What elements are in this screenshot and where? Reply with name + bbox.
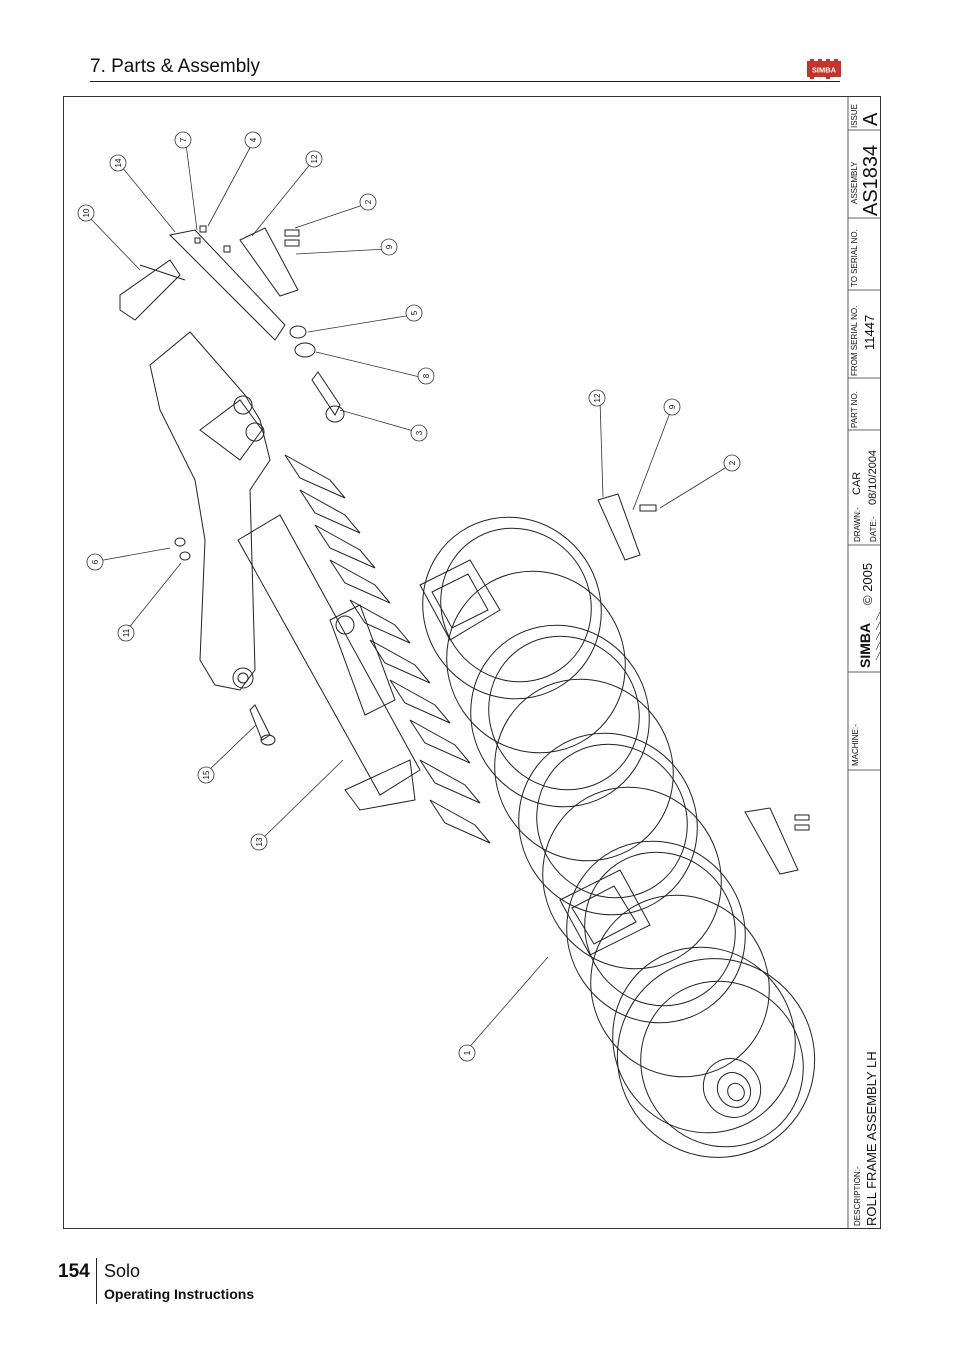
part-no-label: PART NO. bbox=[850, 391, 859, 428]
assembly-value: AS1834 bbox=[860, 145, 882, 216]
drawing-frame bbox=[63, 96, 881, 1229]
document-subtitle: Operating Instructions bbox=[104, 1286, 255, 1302]
page-number: 154 bbox=[58, 1261, 90, 1282]
footer-divider bbox=[96, 1258, 97, 1304]
date-label: DATE:- bbox=[869, 516, 878, 542]
section-title: 7. Parts & Assembly bbox=[90, 56, 261, 77]
machine-label: MACHINE:- bbox=[851, 724, 860, 766]
title-brand: SIMBA bbox=[857, 623, 873, 668]
issue-label: ISSUE bbox=[850, 104, 859, 128]
copyright: © 2005 bbox=[860, 563, 875, 605]
from-serial-label: FROM SERIAL NO. bbox=[850, 306, 859, 376]
description-value: ROLL FRAME ASSEMBLY LH bbox=[864, 1051, 879, 1226]
product-name: Solo bbox=[104, 1261, 141, 1281]
drawn-label: DRAWN:- bbox=[853, 507, 862, 542]
drawn-value: CAR bbox=[851, 472, 863, 495]
header-rule bbox=[90, 81, 840, 82]
to-serial-label: TO SERIAL NO. bbox=[850, 229, 859, 287]
title-brand-flags bbox=[875, 611, 881, 661]
simba-logo: SIMBA bbox=[807, 59, 841, 79]
callout-balloons bbox=[77, 131, 741, 1062]
svg-text:SIMBA: SIMBA bbox=[812, 66, 837, 75]
issue-value: A bbox=[860, 112, 882, 126]
description-label: DESCRIPTION:- bbox=[853, 1166, 862, 1226]
assembly-label: ASSEMBLY bbox=[850, 161, 859, 204]
date-value: 08/10/2004 bbox=[867, 450, 879, 505]
from-serial-value: 11447 bbox=[862, 315, 877, 350]
